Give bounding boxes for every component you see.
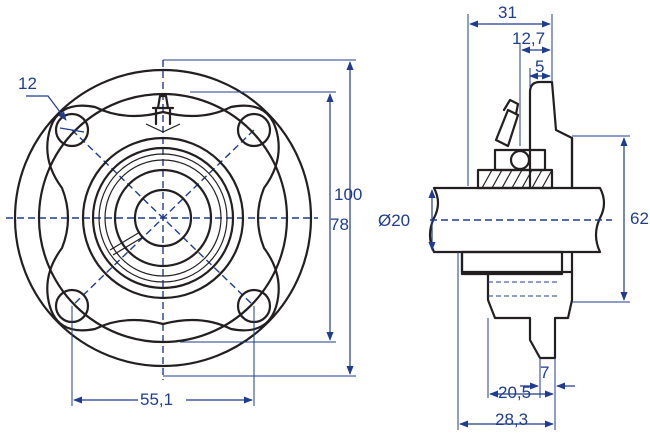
flange-upper <box>528 80 574 190</box>
setscrew-line <box>109 231 141 251</box>
bearing-seal-ring <box>98 153 228 283</box>
label-bolt-circle: 78 <box>330 215 349 234</box>
setscrew-line-2 <box>112 236 144 256</box>
label-inner-width: 12,7 <box>512 29 545 48</box>
ball-element <box>509 149 531 171</box>
bolt-hole-top-left <box>54 112 90 148</box>
shaft-outline <box>428 186 606 254</box>
label-bottom-width-2: 28,3 <box>495 410 528 429</box>
label-bg-551 <box>138 388 186 410</box>
bolt-hole-top-right <box>236 112 272 148</box>
label-small-step: 7 <box>540 363 549 382</box>
label-flange-thickness: 5 <box>535 57 544 76</box>
inner-ring-hatching <box>481 169 553 189</box>
diagonal-centerline-2 <box>71 129 255 307</box>
grease-nipple-side-tip <box>502 98 520 116</box>
hole-diameter-line <box>59 127 85 133</box>
inner-flange-ring <box>37 92 289 344</box>
label-bore-diameter: Ø20 <box>378 211 410 230</box>
bearing-seal-ring-2 <box>104 159 222 277</box>
label-height: 62 <box>630 209 649 228</box>
grease-nipple-base <box>145 123 181 133</box>
label-hole-diameter: 12 <box>18 74 37 93</box>
inner-ring-outer <box>113 168 213 268</box>
side-view: 31 12,7 5 62 Ø20 20,5 28,3 7 <box>378 3 649 430</box>
label-overall-width: 31 <box>498 3 517 22</box>
bearing-lower-block <box>460 250 564 276</box>
grease-nipple-side <box>494 108 520 148</box>
label-outer-diameter: 100 <box>334 185 362 204</box>
bore-circle <box>133 188 193 248</box>
label-bottom-width-1: 20,5 <box>498 383 531 402</box>
grease-nipple <box>151 94 175 126</box>
bearing-outer-ring <box>91 146 235 290</box>
housing-lower-outline <box>460 250 574 360</box>
housing-lobe-outline <box>46 104 280 332</box>
bearing-housing-circle <box>81 136 245 300</box>
outer-flange-circle <box>13 68 313 368</box>
outer-ring <box>493 148 547 172</box>
front-view: 12 100 78 55,1 <box>6 59 362 410</box>
label-bolt-spacing: 55,1 <box>140 390 173 409</box>
leader-12 <box>26 95 67 121</box>
